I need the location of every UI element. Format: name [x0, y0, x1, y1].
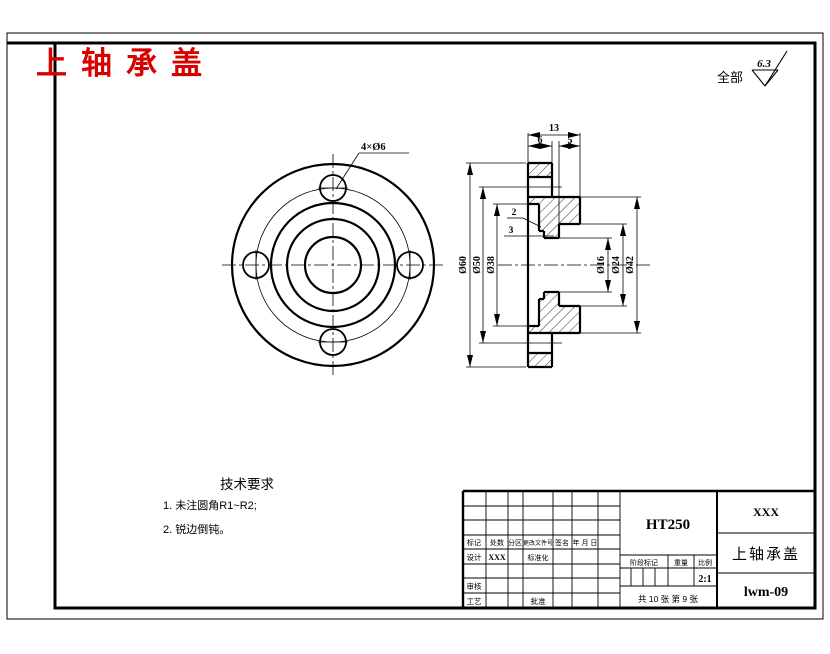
sheet-frame — [6, 32, 824, 620]
dia-counterbore: Ø24 — [611, 256, 622, 274]
tech-requirement-item-2: 2. 锐边倒钝。 — [163, 522, 230, 536]
front-view-centerlines — [222, 154, 445, 378]
finish-scope-label: 全部 — [717, 70, 743, 85]
sheet-title-red: 上轴承盖 — [36, 46, 216, 81]
part-name: 上轴承盖 — [732, 546, 800, 563]
dia-outer: Ø60 — [458, 256, 469, 274]
tech-requirement-item-1: 1. 未注圆角R1~R2; — [163, 498, 257, 512]
title-block-texts: 标记 处数 分区 更改文件号 签名 年 月 日 设计 XXX 标准化 审核 工艺… — [467, 505, 800, 606]
surface-finish-note: 全部 6.3 — [717, 50, 788, 87]
roughness-symbol-icon — [751, 50, 788, 87]
title-block: 标记 处数 分区 更改文件号 签名 年 月 日 设计 XXX 标准化 审核 工艺… — [461, 489, 815, 608]
scale-label: 比例 — [698, 558, 712, 567]
col-change-doc-label: 更改文件号 — [523, 539, 553, 547]
sheet-count-note: 共 10 张 第 9 张 — [638, 594, 698, 604]
outer-border — [6, 32, 824, 620]
col-sign-label: 签名 — [555, 538, 569, 547]
tech-requirements-title: 技术要求 — [220, 477, 274, 492]
extension-lines — [466, 133, 641, 368]
check-row-label: 审核 — [467, 581, 482, 591]
roughness-value: 6.3 — [757, 58, 771, 70]
dia-hole: Ø16 — [596, 256, 607, 274]
inner-frame — [53, 41, 817, 610]
dim-depth-2: 2 — [512, 208, 517, 218]
approve-label: 批准 — [531, 596, 546, 606]
title-block-lines — [461, 489, 815, 608]
dim-width-flange: 6 — [538, 135, 543, 146]
hole-callout: 4×Ø6 — [335, 142, 409, 190]
standardization-label: 标准化 — [528, 553, 549, 562]
tech-requirements: 技术要求 1. 未注圆角R1~R2; 2. 锐边倒钝。 — [163, 477, 274, 536]
col-date-label: 年 月 日 — [573, 538, 598, 547]
dia-boss: Ø42 — [625, 256, 636, 274]
callout-leader — [335, 152, 360, 190]
weight-label: 重量 — [674, 559, 688, 567]
col-count-label: 处数 — [490, 538, 504, 547]
dia-bolt-circle: Ø50 — [472, 256, 483, 274]
dim-depth-3: 3 — [509, 226, 514, 236]
hole-callout-text: 4×Ø6 — [361, 142, 386, 153]
stage-mark-label: 阶段标记 — [630, 558, 658, 567]
dim-width-boss: 5 — [568, 135, 573, 146]
front-view: 4×Ø6 — [222, 142, 445, 378]
company-name: XXX — [753, 505, 779, 519]
dim-width-total: 13 — [549, 123, 559, 134]
dia-recess: Ø38 — [486, 256, 497, 274]
section-hatching — [528, 163, 580, 367]
material-value: HT250 — [646, 517, 690, 533]
drawing-number: lwm-09 — [744, 585, 788, 600]
dimension-lines — [467, 132, 640, 367]
designer-name: XXX — [488, 553, 506, 562]
dimension-texts: 13 6 5 2 3 Ø60 Ø50 Ø38 Ø16 Ø24 Ø42 — [458, 123, 636, 274]
scale-value: 2:1 — [698, 574, 711, 585]
col-mark-label: 标记 — [467, 538, 481, 547]
col-zone-label: 分区 — [508, 538, 522, 547]
section-view: 13 6 5 2 3 Ø60 Ø50 Ø38 Ø16 Ø24 Ø42 — [458, 123, 650, 369]
process-row-label: 工艺 — [467, 597, 482, 606]
design-row-label: 设计 — [467, 552, 482, 562]
